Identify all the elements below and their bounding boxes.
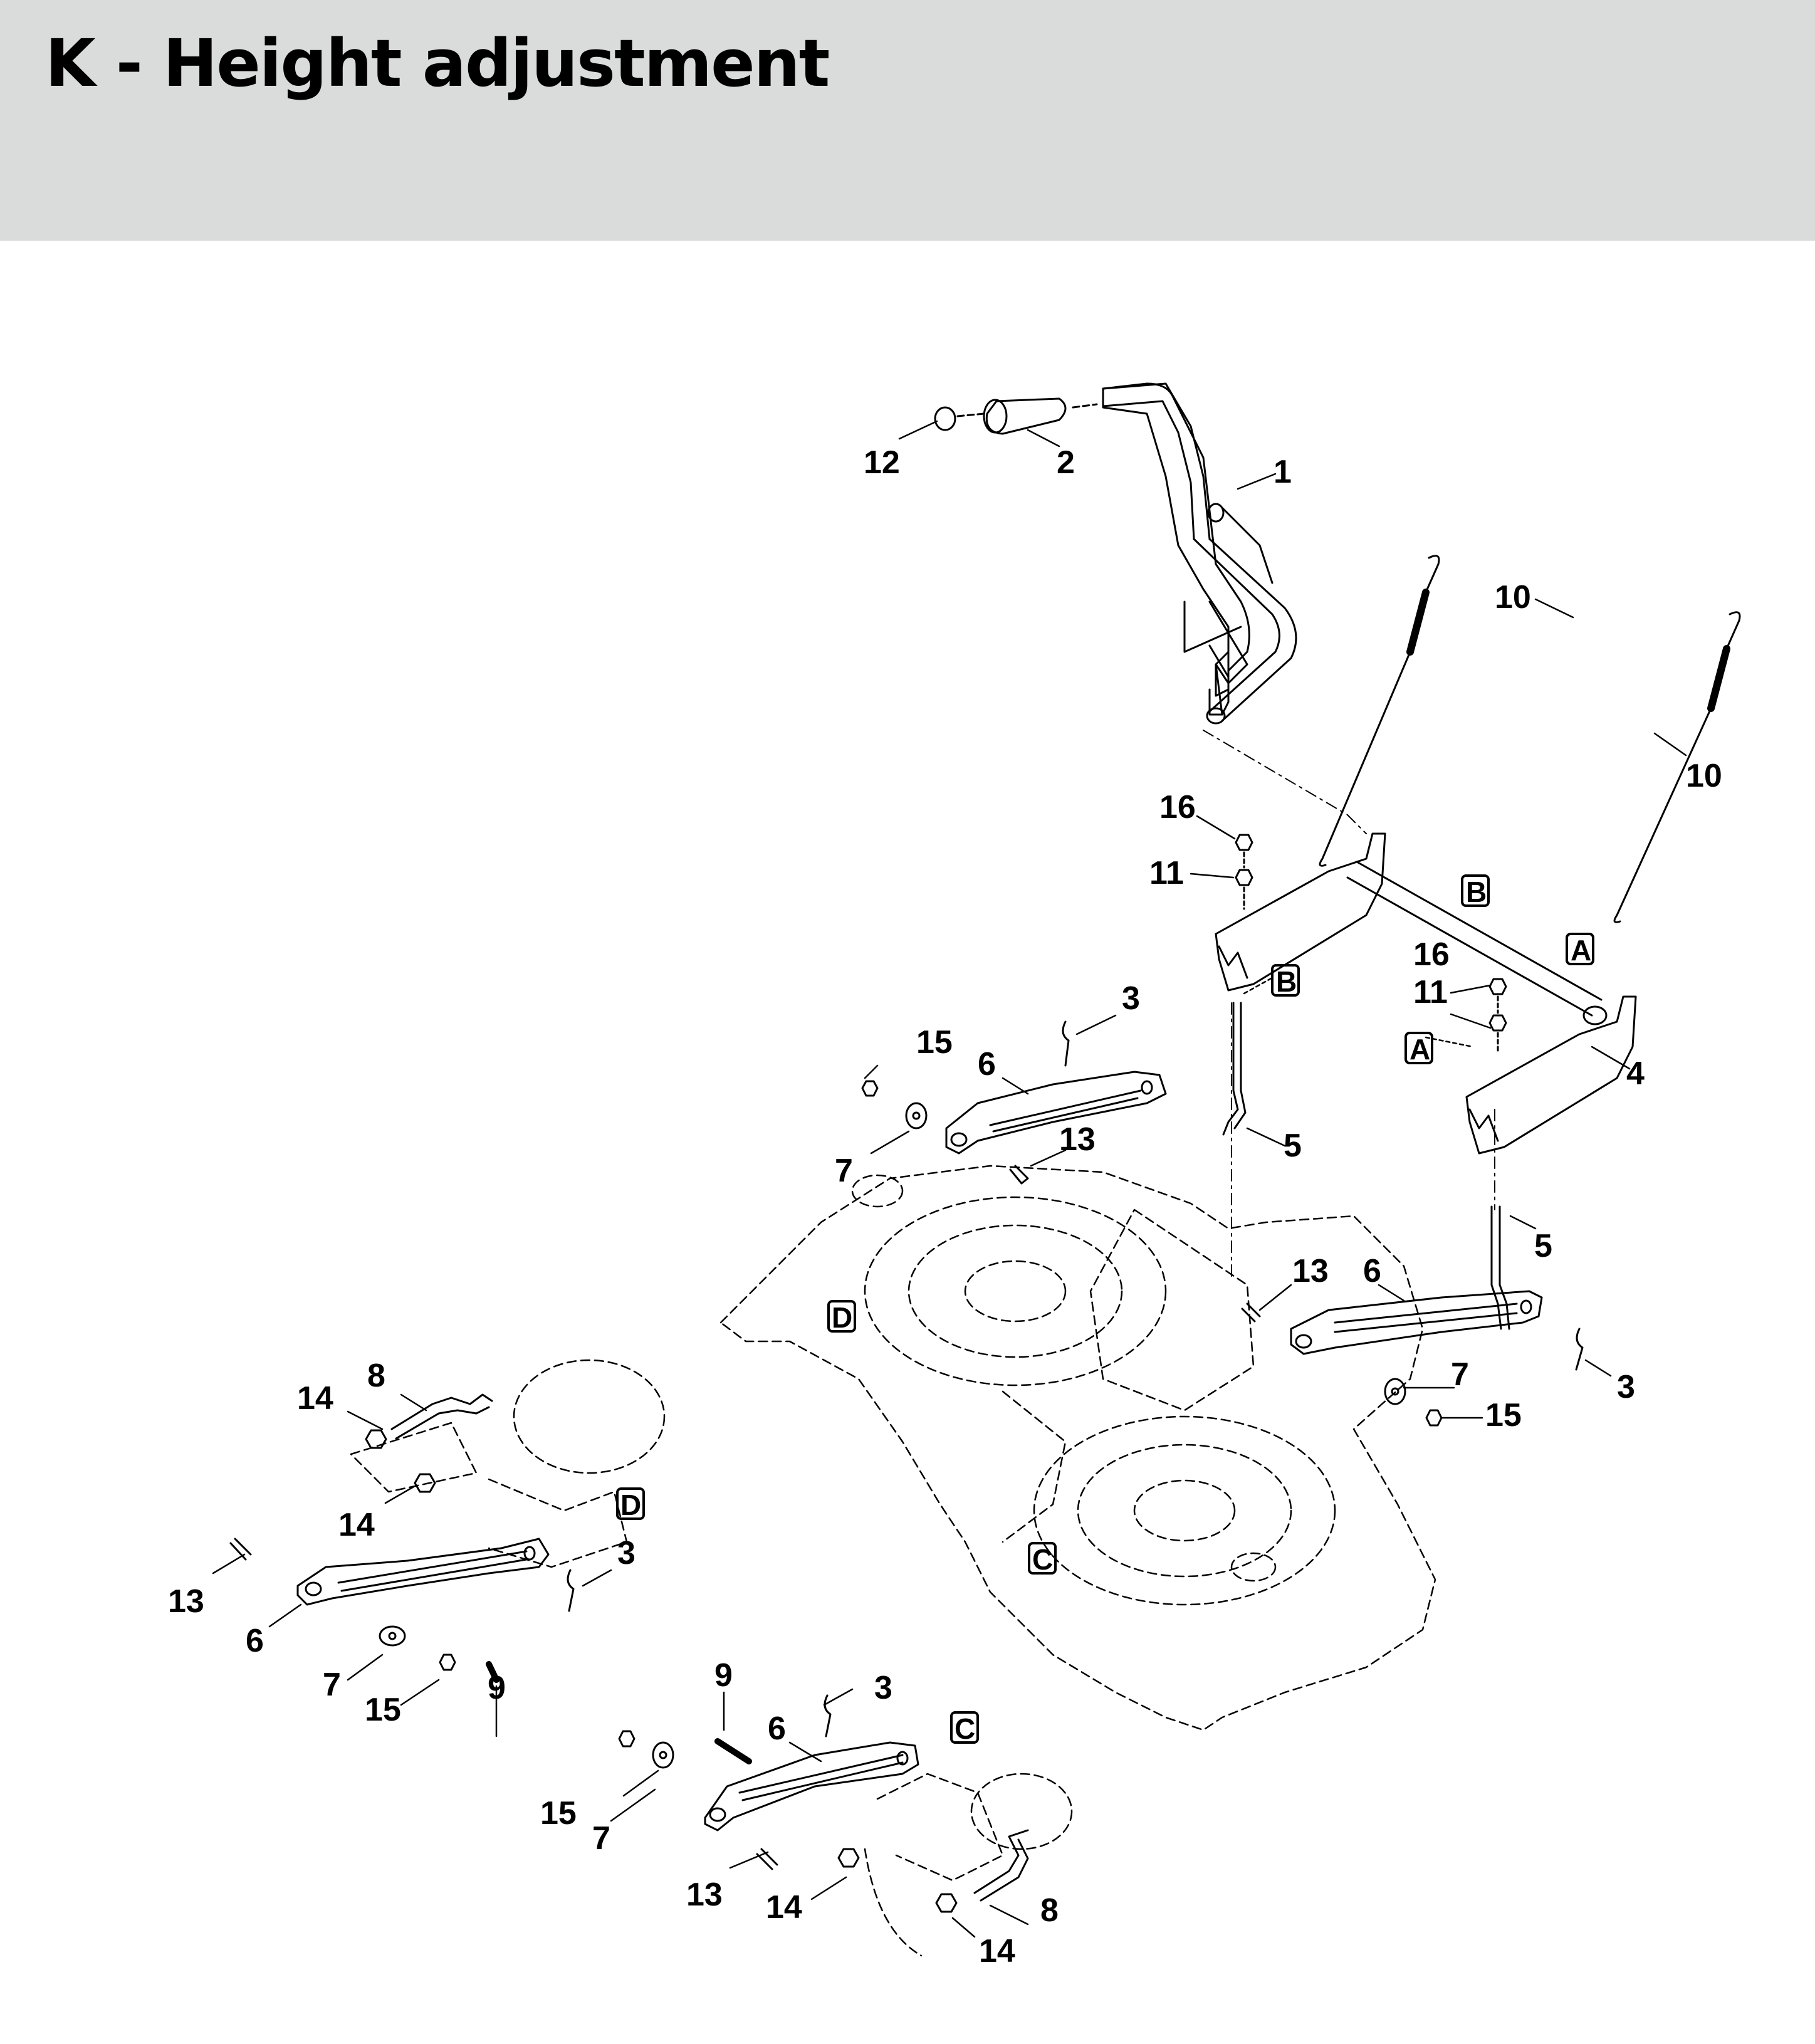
callout-2: 2 xyxy=(1057,444,1075,481)
grip-cap xyxy=(934,406,956,431)
callout-3: 3 xyxy=(617,1535,636,1571)
leader-lines xyxy=(212,420,1687,1938)
svg-text:D: D xyxy=(620,1489,641,1521)
spring-right xyxy=(1613,611,1741,923)
callout-15: 15 xyxy=(1485,1397,1522,1433)
callout-5: 5 xyxy=(1534,1228,1552,1264)
callout-1: 1 xyxy=(1274,454,1292,490)
svg-text:A: A xyxy=(1571,934,1591,967)
callout-6: 6 xyxy=(246,1623,264,1659)
leader-dash xyxy=(956,412,985,417)
handle-grip xyxy=(983,397,1067,435)
callout-13: 13 xyxy=(686,1877,723,1913)
ref-d-detail: D xyxy=(616,1487,645,1521)
lift-rod-right xyxy=(1490,1109,1510,1330)
hardware xyxy=(229,1020,1584,1913)
callout-15: 15 xyxy=(916,1024,953,1061)
callout-8: 8 xyxy=(1040,1892,1059,1929)
svg-text:A: A xyxy=(1410,1033,1430,1066)
callout-13: 13 xyxy=(1292,1253,1329,1289)
callout-14: 14 xyxy=(338,1507,375,1543)
page-title: K - Height adjustment xyxy=(45,25,830,102)
callout-3: 3 xyxy=(874,1670,892,1706)
callout-5: 5 xyxy=(1284,1128,1302,1164)
svg-text:C: C xyxy=(955,1712,975,1745)
svg-text:C: C xyxy=(1032,1543,1053,1576)
lift-arm-upper xyxy=(945,1071,1167,1155)
callout-3: 3 xyxy=(1122,980,1140,1017)
callout-13: 13 xyxy=(1059,1121,1096,1158)
callout-9: 9 xyxy=(488,1670,506,1706)
deck-fragment-lower xyxy=(864,1773,1073,1957)
deck-fragment-left xyxy=(350,1359,666,1568)
ref-c-detail: C xyxy=(950,1711,979,1745)
callout-7: 7 xyxy=(592,1820,610,1857)
svg-text:B: B xyxy=(1466,876,1487,908)
assembly-line xyxy=(1203,730,1367,834)
leader-dash xyxy=(1072,403,1098,409)
header-bar: K - Height adjustment xyxy=(0,0,1815,241)
spring-left xyxy=(1319,555,1440,867)
callout-14: 14 xyxy=(979,1933,1015,1969)
mower-deck xyxy=(719,1165,1436,1731)
callout-10: 10 xyxy=(1686,758,1722,794)
callout-12: 12 xyxy=(864,444,900,481)
callout-6: 6 xyxy=(1363,1253,1381,1289)
svg-text:D: D xyxy=(832,1301,852,1334)
nut-pair-upper xyxy=(1235,834,1253,910)
parts-diagram: 1 2 12 10 10 16 11 16 11 4 3 15 6 7 13 5… xyxy=(0,241,1815,2041)
callout-7: 7 xyxy=(1451,1356,1469,1393)
callout-3: 3 xyxy=(1617,1369,1635,1405)
ref-b-upper: B xyxy=(1461,874,1490,908)
svg-text:B: B xyxy=(1276,965,1297,998)
callout-16: 16 xyxy=(1413,936,1450,973)
lift-arm-lower xyxy=(704,1741,919,1832)
callout-8: 8 xyxy=(367,1358,385,1394)
ref-c-deck: C xyxy=(1028,1542,1057,1576)
exploded-view: 1 2 12 10 10 16 11 16 11 4 3 15 6 7 13 5… xyxy=(168,382,1741,1969)
callout-13: 13 xyxy=(168,1583,204,1620)
nut-pair-lower xyxy=(1488,978,1507,1054)
callout-7: 7 xyxy=(323,1667,341,1703)
lift-arm-right xyxy=(1290,1290,1543,1355)
callout-7: 7 xyxy=(835,1153,853,1189)
callout-labels: 1 2 12 10 10 16 11 16 11 4 3 15 6 7 13 5… xyxy=(168,444,1722,1969)
lever-body xyxy=(1102,382,1297,725)
callout-10: 10 xyxy=(1495,579,1531,616)
callout-15: 15 xyxy=(540,1795,577,1832)
height-lever xyxy=(1102,382,1250,716)
callout-11: 11 xyxy=(1149,855,1184,891)
ref-b-lower: B xyxy=(1271,964,1300,998)
callout-4: 4 xyxy=(1626,1056,1645,1092)
callout-15: 15 xyxy=(365,1692,401,1728)
callout-6: 6 xyxy=(768,1711,786,1747)
callout-9: 9 xyxy=(714,1657,733,1694)
callout-11: 11 xyxy=(1413,974,1448,1010)
callout-16: 16 xyxy=(1159,789,1196,825)
lift-arm-left xyxy=(296,1538,550,1606)
ref-a-lower: A xyxy=(1404,1032,1433,1066)
callout-6: 6 xyxy=(978,1046,996,1082)
ref-a-upper: A xyxy=(1566,933,1594,967)
callout-14: 14 xyxy=(297,1380,333,1417)
lift-shaft-assembly xyxy=(1215,832,1637,1155)
ref-d-deck: D xyxy=(827,1300,856,1334)
reference-letters: B A B A D C D C xyxy=(616,874,1594,1745)
lift-rod-left xyxy=(1222,1002,1247,1279)
callout-14: 14 xyxy=(766,1889,802,1926)
